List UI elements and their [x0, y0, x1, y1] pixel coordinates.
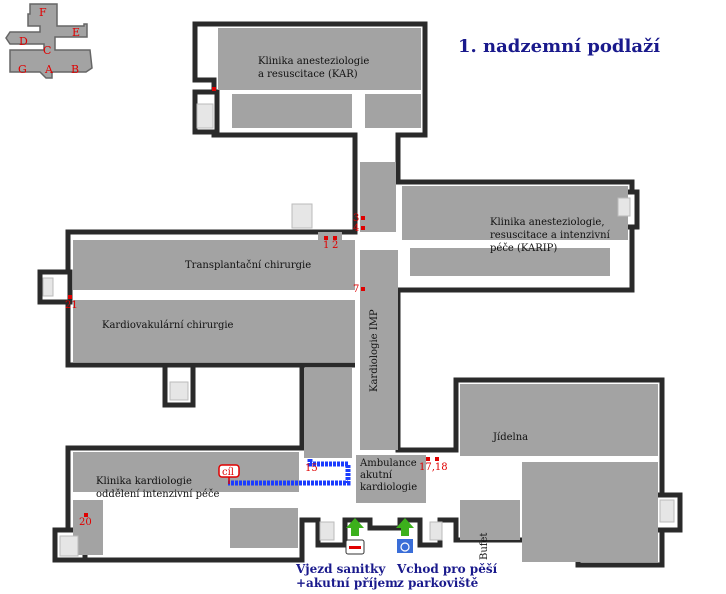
marker-1: 1: [323, 240, 329, 251]
marker-2: 2: [332, 240, 338, 251]
minimap-section-d[interactable]: D: [19, 35, 28, 48]
minimap-section-f[interactable]: F: [39, 6, 47, 19]
wheelchair-icon: [397, 539, 413, 553]
department-labels: Klinika anesteziologie a resuscitace (KA…: [96, 56, 611, 560]
arrow-up-icon: [396, 518, 414, 536]
floor-title: 1. nadzemní podlaží: [458, 36, 660, 57]
label-imp: Kardiologie IMP: [369, 309, 380, 392]
minimap-section-b[interactable]: B: [71, 63, 79, 76]
marker-17-18: 17,18: [419, 462, 448, 473]
location-markers: 1 2 3 4 7 15 17,18 20 21: [65, 87, 448, 528]
label-karip-line3: péče (KARIP): [490, 243, 557, 254]
pedestrian-entrance[interactable]: Vchod pro pěší z parkoviště: [396, 518, 498, 590]
ambulance-icon: [345, 539, 365, 555]
minimap-section-e[interactable]: E: [72, 26, 80, 39]
marker-icon: [361, 216, 365, 220]
marker-21: 21: [65, 300, 78, 311]
pedestrian-entrance-line1: Vchod pro pěší: [396, 562, 498, 576]
minimap-section-c[interactable]: C: [43, 44, 51, 57]
ambulance-entrance-line1: Vjezd sanitky: [295, 562, 386, 576]
minimap-section-g[interactable]: G: [18, 63, 27, 76]
label-kar-line1: Klinika anesteziologie: [258, 56, 369, 67]
marker-15: 15: [305, 463, 318, 474]
label-cardio-icu-line2: oddělení intenzivní péče: [96, 489, 220, 500]
pedestrian-entrance-line2: z parkoviště: [397, 576, 479, 590]
label-ambulance-line2: akutní: [360, 470, 393, 481]
marker-icon: [212, 87, 216, 91]
label-kar-line2: a resuscitace (KAR): [258, 69, 358, 80]
marker-icon: [361, 226, 365, 230]
marker-icon: [324, 236, 328, 240]
stairs: [42, 103, 675, 557]
marker-icon: [68, 295, 72, 299]
ambulance-entrance[interactable]: Vjezd sanitky +akutní příjem: [295, 518, 398, 590]
label-karip-line1: Klinika anesteziologie,: [490, 217, 605, 228]
rooms: [73, 28, 658, 562]
marker-icon: [435, 457, 439, 461]
target-marker[interactable]: cíl: [218, 464, 240, 484]
arrow-up-icon: [346, 518, 364, 536]
label-cardio-icu-line1: Klinika kardiologie: [96, 476, 192, 487]
marker-icon: [361, 287, 365, 291]
label-canteen: Jídelna: [492, 432, 528, 443]
label-ambulance-line3: kardiologie: [360, 482, 417, 493]
marker-icon: [426, 457, 430, 461]
label-transplant: Transplantační chirurgie: [185, 260, 311, 271]
minimap[interactable]: F E D C G A B: [5, 3, 93, 79]
label-buffet: Bufet: [479, 533, 490, 560]
route-path: [228, 459, 351, 486]
marker-7: 7: [353, 284, 359, 295]
ambulance-entrance-line2: +akutní příjem: [296, 576, 398, 590]
marker-20: 20: [79, 517, 92, 528]
marker-icon: [84, 513, 88, 517]
minimap-section-a[interactable]: A: [44, 63, 54, 76]
label-ambulance-line1: Ambulance: [359, 458, 417, 469]
label-cardiovascular: Kardiovakulární chirurgie: [102, 320, 234, 331]
marker-4: 4: [353, 223, 359, 234]
target-label: cíl: [222, 467, 234, 478]
marker-3: 3: [353, 213, 359, 224]
label-karip-line2: resuscitace a intenzivní: [490, 230, 611, 241]
marker-icon: [333, 236, 337, 240]
